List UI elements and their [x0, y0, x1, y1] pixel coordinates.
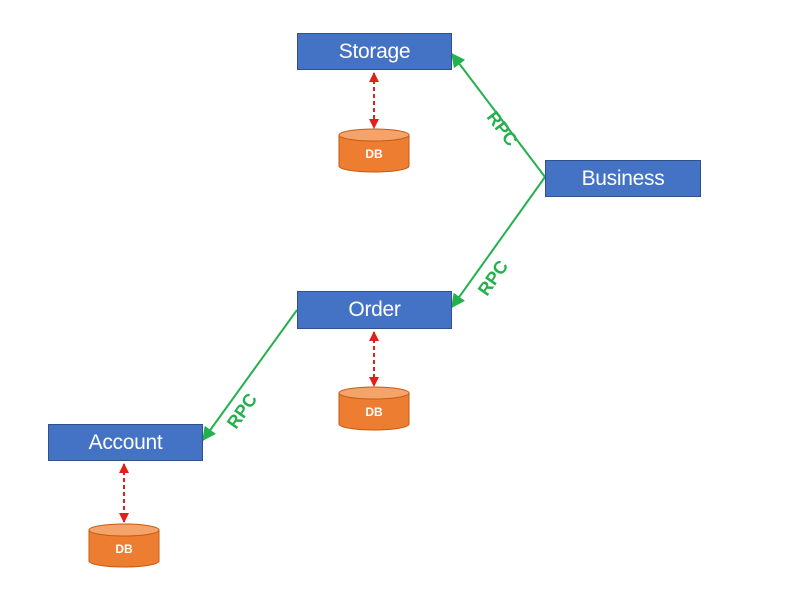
rpc-label-business-storage: RPC: [483, 107, 522, 149]
business-service-label: Business: [581, 166, 665, 190]
storage-service-label: Storage: [338, 39, 411, 63]
rpc-label-business-order: RPC: [474, 257, 512, 300]
business-service-box: Business: [545, 160, 701, 197]
storage-service-box: Storage: [297, 33, 452, 70]
rpc-line-business-storage: [451, 52, 546, 178]
database-icon-storage: DB: [338, 128, 410, 173]
database-icon-order: DB: [338, 386, 410, 431]
rpc-label-order-account: RPC: [223, 390, 261, 433]
database-icon-account: DB: [88, 523, 160, 568]
account-service-label: Account: [88, 430, 163, 454]
db-label-order: DB: [365, 405, 383, 419]
account-service-box: Account: [48, 424, 203, 461]
db-label-storage: DB: [365, 147, 383, 161]
order-service-box: Order: [297, 291, 452, 329]
order-service-label: Order: [348, 298, 401, 321]
rpc-line-order-account: [202, 309, 298, 442]
db-label-account: DB: [115, 542, 133, 556]
rpc-line-business-order: [451, 176, 546, 309]
